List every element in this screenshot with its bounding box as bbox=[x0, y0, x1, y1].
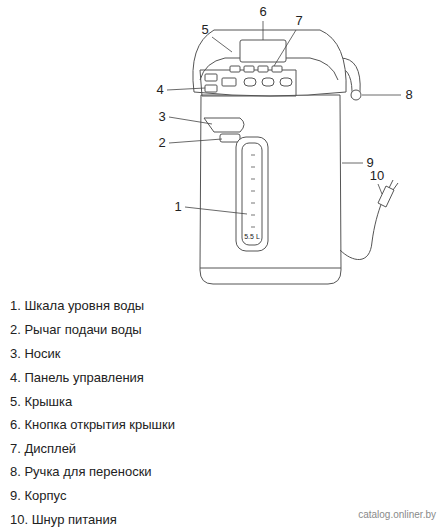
button bbox=[205, 85, 217, 92]
button bbox=[244, 78, 256, 86]
button bbox=[262, 78, 274, 86]
legend-line: 7. Дисплей bbox=[10, 442, 76, 456]
button bbox=[280, 78, 292, 86]
legend-line: 5. Крышка bbox=[10, 395, 72, 409]
legend-line: 2. Рычаг подачи воды bbox=[10, 323, 142, 337]
callout-number: 7 bbox=[295, 14, 302, 28]
callout-number: 4 bbox=[156, 83, 163, 97]
gauge-ticks bbox=[251, 155, 255, 227]
callout-number: 3 bbox=[158, 110, 165, 124]
callout-number: 2 bbox=[158, 136, 165, 150]
power-cord bbox=[340, 202, 382, 260]
button bbox=[244, 66, 254, 72]
base-band bbox=[200, 268, 341, 269]
legend-line: 8. Ручка для переноски bbox=[10, 465, 152, 479]
handle-pivot bbox=[351, 90, 361, 100]
legend-line: 3. Носик bbox=[10, 347, 61, 361]
lid bbox=[193, 30, 346, 96]
callout-number: 8 bbox=[405, 88, 412, 102]
legend-line: 10. Шнур питания bbox=[10, 513, 117, 527]
plug-pin bbox=[393, 183, 398, 190]
legend-line: 4. Панель управления bbox=[10, 371, 144, 385]
plug-pin bbox=[389, 180, 393, 188]
watermark: catalog.onliner.by bbox=[358, 509, 436, 520]
legend-line: 6. Кнопка открытия крышки bbox=[10, 418, 175, 432]
button bbox=[230, 66, 240, 72]
dispense-lever bbox=[220, 134, 240, 142]
legend-line: 1. Шкала уровня воды bbox=[10, 299, 144, 313]
button bbox=[258, 66, 268, 72]
legend-line: 9. Корпус bbox=[10, 489, 66, 503]
button bbox=[222, 78, 236, 86]
button bbox=[272, 66, 282, 72]
pot-body bbox=[200, 95, 341, 284]
callout-number: 10 bbox=[370, 169, 384, 183]
leader-lines bbox=[167, 21, 401, 214]
button bbox=[205, 74, 217, 81]
capacity-mark: 5.5 L bbox=[244, 233, 260, 241]
callout-number: 6 bbox=[259, 5, 266, 19]
callout-number: 1 bbox=[174, 200, 181, 214]
control-panel bbox=[200, 70, 296, 96]
water-gauge bbox=[242, 143, 262, 245]
display bbox=[240, 40, 286, 62]
spout bbox=[204, 118, 244, 132]
water-window bbox=[236, 137, 268, 251]
callout-number: 5 bbox=[201, 23, 208, 37]
